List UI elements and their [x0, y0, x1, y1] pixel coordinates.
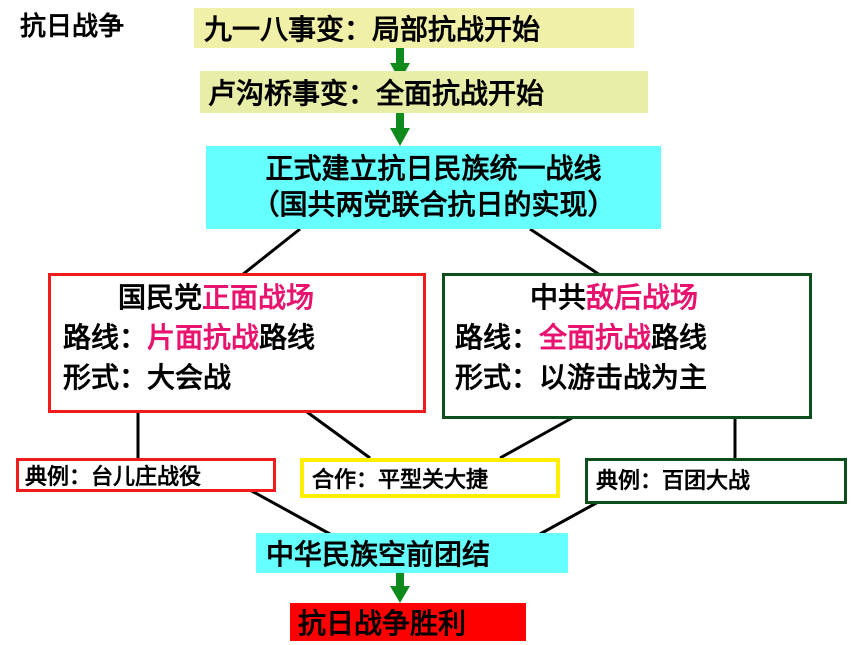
united-front-line2: （国共两党联合抗日的实现）	[251, 188, 616, 221]
connector-ccp-to-cooperation	[499, 416, 573, 460]
step-start-full: 卢沟桥事变：全面抗战开始	[200, 71, 648, 113]
diagram-title: 抗日战争	[20, 12, 125, 42]
kmt-form-label: 形式：	[63, 361, 148, 394]
victory-box: 抗日战争胜利	[290, 603, 526, 641]
connector-kmt-to-cooperation	[306, 410, 371, 460]
step-start-local: 九一八事变：局部抗战开始	[194, 8, 634, 48]
ccp-form-value: 以游击战为主	[539, 361, 708, 394]
connector-front-to-ccp	[529, 227, 601, 277]
kmt-heading-prefix: 国民党	[118, 281, 203, 314]
ccp-example-box: 典例：百团大战	[585, 458, 847, 504]
arrow-2	[390, 113, 410, 146]
connector-front-to-kmt	[241, 227, 301, 277]
ccp-route-label: 路线：	[455, 321, 540, 354]
kmt-route: 路线：片面抗战路线	[63, 318, 423, 358]
ccp-heading: 中共敌后战场	[455, 278, 809, 318]
united-front-line1: 正式建立抗日民族统一战线	[265, 152, 602, 185]
ccp-route: 路线：全面抗战路线	[455, 318, 809, 358]
kmt-box: 国民党正面战场 路线：片面抗战路线 形式：大会战	[48, 273, 426, 413]
arrow-3	[390, 573, 410, 603]
ccp-heading-highlight: 敌后战场	[586, 281, 699, 314]
unity-box: 中华民族空前团结	[256, 533, 568, 573]
kmt-form-value: 大会战	[147, 361, 232, 394]
kmt-route-label: 路线：	[63, 321, 148, 354]
kmt-form: 形式：大会战	[63, 358, 423, 398]
kmt-route-highlight: 片面抗战	[147, 321, 260, 354]
kmt-route-suffix: 路线	[259, 321, 316, 354]
ccp-heading-prefix: 中共	[530, 281, 587, 314]
kmt-example-box: 典例：台儿庄战役	[16, 458, 276, 492]
ccp-box: 中共敌后战场 路线：全面抗战路线 形式：以游击战为主	[442, 273, 812, 419]
cooperation-box: 合作：平型关大捷	[300, 458, 560, 498]
ccp-route-suffix: 路线	[651, 321, 708, 354]
ccp-form-label: 形式：	[455, 361, 540, 394]
ccp-form: 形式：以游击战为主	[455, 358, 809, 398]
united-front-box: 正式建立抗日民族统一战线 （国共两党联合抗日的实现）	[206, 146, 661, 229]
connector-kmt-example-to-unity	[249, 488, 331, 536]
ccp-route-highlight: 全面抗战	[539, 321, 652, 354]
kmt-heading: 国民党正面战场	[63, 278, 423, 318]
kmt-heading-highlight: 正面战场	[202, 281, 315, 314]
